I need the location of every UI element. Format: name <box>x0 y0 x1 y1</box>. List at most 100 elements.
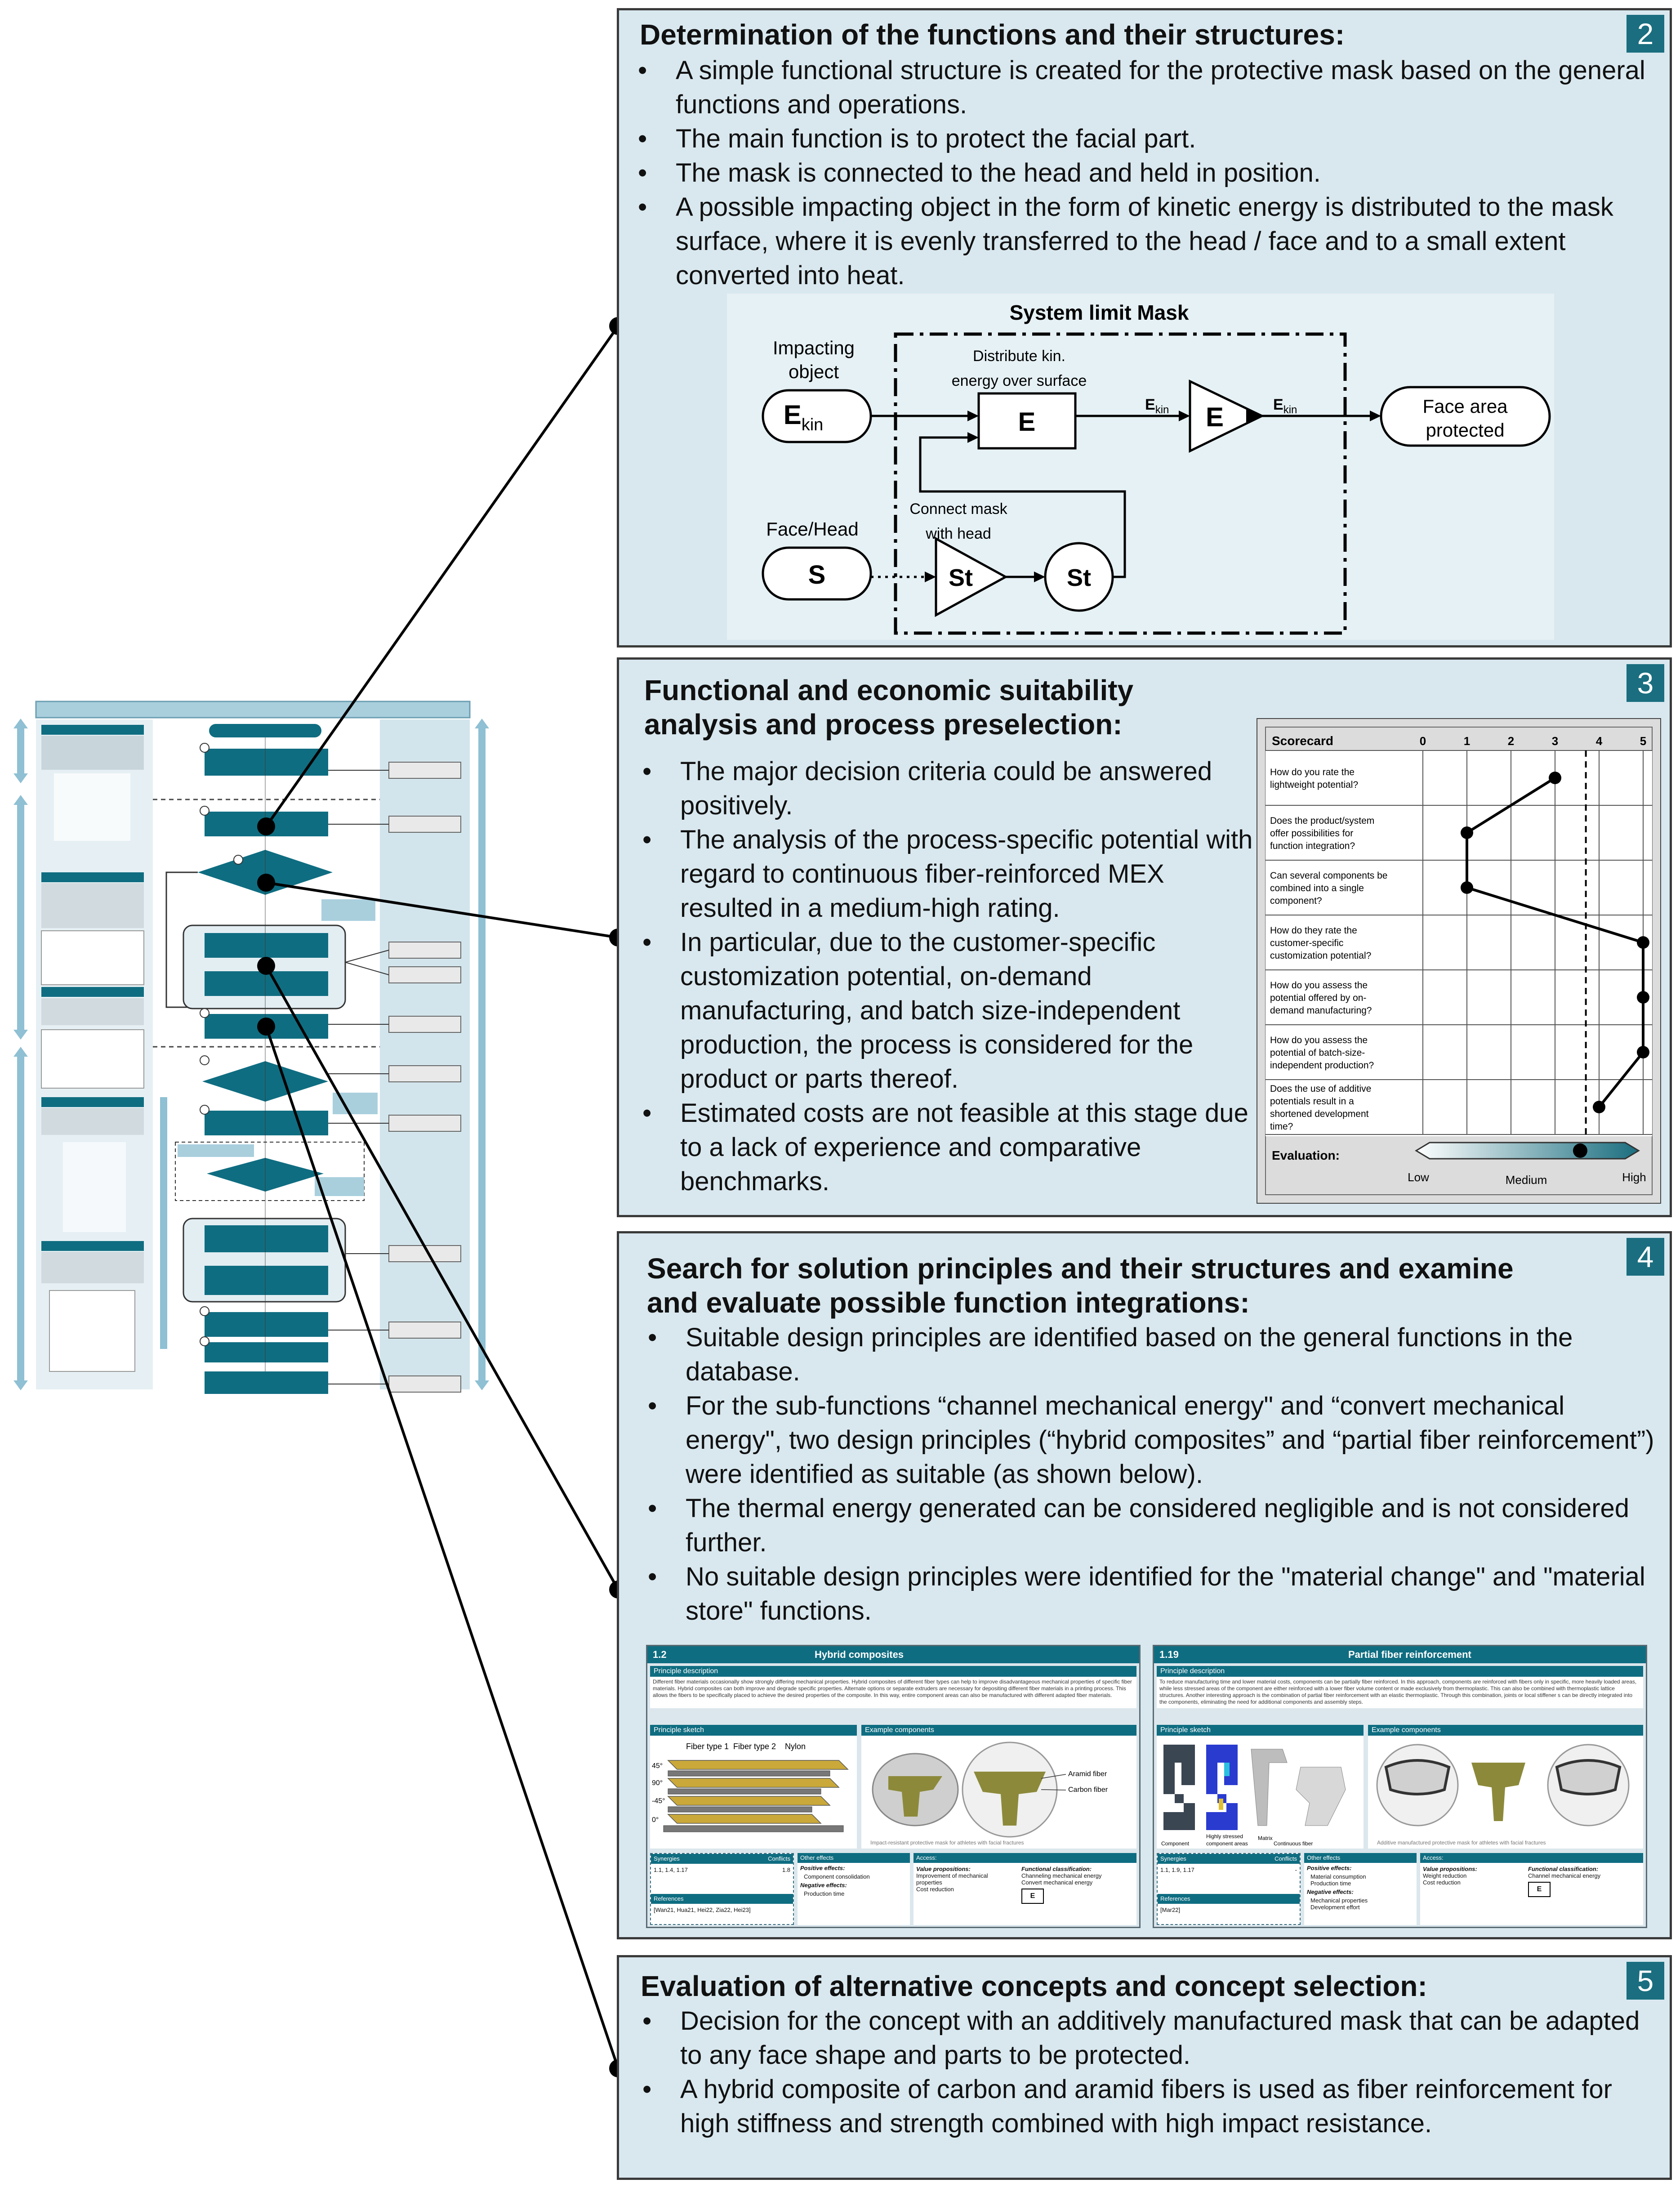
func-item: Channel mechanical energy <box>1528 1872 1601 1879</box>
scorecard-question: Does the product/system <box>1270 816 1374 826</box>
value-item: Cost reduction <box>916 1886 954 1893</box>
bullet-item: The thermal energy generated can be cons… <box>641 1491 1657 1560</box>
convert-triangle-label: E <box>1206 402 1224 432</box>
face-area-label: protected <box>1426 420 1504 441</box>
negative-effect-item: Production time <box>804 1890 845 1897</box>
svg-text:Fiber type 2: Fiber type 2 <box>733 1742 776 1751</box>
scorecard-score-point <box>1593 1101 1605 1113</box>
references-values: [Mar22] <box>1160 1907 1181 1913</box>
synergies-values: 1.1, 1.9, 1.17 <box>1160 1866 1194 1873</box>
overview-mini-docs <box>41 725 144 1372</box>
scale-low: Low <box>1408 1170 1429 1184</box>
svg-text:90°: 90° <box>652 1779 663 1787</box>
svg-text:45°: 45° <box>652 1762 663 1770</box>
bullet-item: The analysis of the process-specific pot… <box>635 823 1260 925</box>
conflicts-values: 1.8 <box>782 1866 790 1873</box>
mask-example-image: Additive manufactured protective mask fo… <box>1376 1744 1630 1846</box>
card-section-title: Principle sketch <box>1157 1725 1364 1736</box>
svg-text:Matrix: Matrix <box>1258 1835 1273 1841</box>
card-section-title: Principle description <box>1157 1666 1643 1677</box>
panel-title: Functional and economic suitability anal… <box>644 673 1133 741</box>
principle-sketch: Principle sketch Fiber type 1 Fiber type… <box>650 1725 857 1849</box>
example-components: Example components Aramid fiber Carbon f… <box>861 1725 1136 1849</box>
scorecard-header: Scorecard <box>1272 734 1333 748</box>
scorecard-question: How do you assess the <box>1270 980 1368 991</box>
scorecard-score-point <box>1549 772 1561 784</box>
panel-title-line: Search for solution principles and their… <box>647 1252 1514 1285</box>
negative-effect-item: Mechanical properties <box>1310 1897 1368 1904</box>
hybrid-layers-sketch: Fiber type 1 Fiber type 2 Nylon 45° 90° <box>652 1742 849 1832</box>
negative-effects-label: Negative effects: <box>1307 1889 1354 1895</box>
connect-triangle-label: St <box>949 564 973 591</box>
evaluation-label: Evaluation: <box>1272 1148 1340 1162</box>
negative-effects-label: Negative effects: <box>800 1882 847 1889</box>
svg-text:Aramid fiber: Aramid fiber <box>1068 1770 1107 1778</box>
bullet-item: Suitable design principles are identifie… <box>641 1321 1657 1389</box>
distribute-box-label: E <box>1018 407 1036 437</box>
scorecard-question: How do you assess the <box>1270 1035 1368 1045</box>
panel-title-line: analysis and process preselection: <box>644 708 1123 741</box>
svg-text:0°: 0° <box>652 1816 659 1824</box>
distribute-box <box>977 392 1077 450</box>
bullet-item: The mask is connected to the head and he… <box>631 156 1660 190</box>
overview-top-bar <box>35 701 471 719</box>
scorecard-question: function integration? <box>1270 841 1355 851</box>
mask-example-image: Aramid fiber Carbon fiber Impact-resista… <box>870 1741 1108 1846</box>
panel-number: 4 <box>1627 1238 1664 1276</box>
bullet-item: For the sub-functions “channel mechanica… <box>641 1389 1657 1491</box>
overview-side-arrows <box>13 719 489 1390</box>
positive-effect-item: Material consumption <box>1310 1873 1366 1880</box>
scorecard-question: combined into a single <box>1270 883 1364 893</box>
bullet-item: In particular, due to the customer-speci… <box>635 925 1260 1096</box>
synergies-values: 1.1, 1.4, 1.17 <box>654 1866 688 1873</box>
scorecard-question: time? <box>1270 1121 1293 1132</box>
panel-title: Search for solution principles and their… <box>647 1251 1514 1320</box>
func-symbol: E <box>1021 1889 1044 1904</box>
scorecard-question: component? <box>1270 896 1322 906</box>
svg-text:Nylon: Nylon <box>785 1742 806 1751</box>
bullet-list: Suitable design principles are identifie… <box>641 1321 1657 1628</box>
evaluation-bar <box>1415 1142 1640 1160</box>
impacting-object-label: object <box>789 361 839 382</box>
synergies-label: Synergies <box>654 1855 680 1862</box>
ekin-mid-label: Ekin <box>1145 396 1169 416</box>
other-effects-label: Other effects <box>1304 1853 1417 1863</box>
distribute-label: energy over surface <box>952 372 1087 389</box>
svg-text:Highly stressed: Highly stressed <box>1206 1833 1243 1840</box>
synergies-box: Synergies Conflicts 1.1, 1.4, 1.17 1.8 Ref… <box>650 1853 794 1925</box>
value-item: Weight reduction <box>1423 1872 1467 1879</box>
panel-title-line: Functional and economic suitability <box>644 674 1134 706</box>
svg-text:Carbon fiber: Carbon fiber <box>1068 1786 1108 1794</box>
process-overview-thumbnail <box>13 701 489 1394</box>
other-effects-box: Other effects Positive effects: Componen… <box>798 1853 910 1925</box>
card-id: 1.2 <box>653 1649 667 1660</box>
scorecard-question: How do you rate the <box>1270 767 1355 777</box>
panel-title: Evaluation of alternative concepts and c… <box>641 1970 1427 2002</box>
card-section-title: Example components <box>1368 1725 1643 1736</box>
references-label: References <box>651 1894 793 1904</box>
overview-method-boxes <box>388 762 461 1393</box>
distribute-label: Distribute kin. <box>973 348 1065 365</box>
positive-effects-label: Positive effects: <box>1307 1865 1352 1871</box>
card-section-title: Example components <box>861 1725 1136 1736</box>
ekin-input-label: Ekin <box>784 400 824 434</box>
card-title: Partial fiber reinforcement <box>1348 1649 1471 1660</box>
scorecard-question: demand manufacturing? <box>1270 1005 1372 1016</box>
conflicts-label: Conflicts <box>768 1855 790 1862</box>
bullet-item: Estimated costs are not feasible at this… <box>635 1096 1260 1199</box>
svg-text:Fiber type 1: Fiber type 1 <box>686 1742 729 1751</box>
scorecard-score-point <box>1461 881 1473 894</box>
svg-text:Continuous fiber: Continuous fiber <box>1274 1840 1313 1847</box>
access-box: Access: Value propositions: Improvement … <box>914 1853 1136 1925</box>
other-effects-label: Other effects <box>798 1853 910 1863</box>
face-area-label: Face area <box>1422 396 1508 417</box>
panel-number: 5 <box>1627 1962 1664 2000</box>
value-item: Cost reduction <box>1423 1879 1461 1886</box>
panel-number: 3 <box>1627 664 1664 702</box>
bullet-list: Decision for the concept with an additiv… <box>635 2004 1651 2141</box>
